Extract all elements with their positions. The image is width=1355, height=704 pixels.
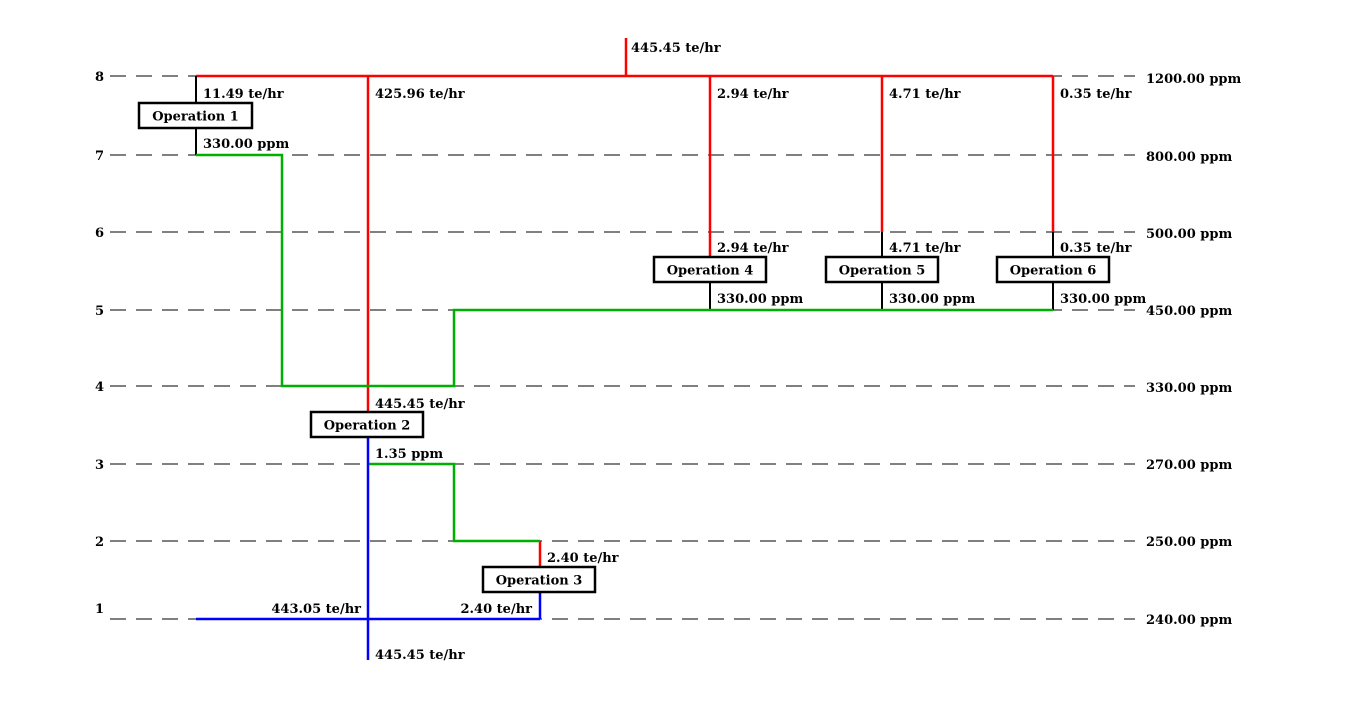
op2-feed-flow: 425.96 te/hr [375, 87, 465, 102]
level-concentration-6: 500.00 ppm [1146, 227, 1232, 242]
op3-inlet-flow: 2.40 te/hr [547, 551, 619, 566]
source-stream [196, 38, 1055, 567]
operation-4-box [652, 255, 768, 284]
operation-2-box [309, 410, 425, 439]
op3-outlet-flow: 2.40 te/hr [460, 602, 532, 617]
op4-inlet-flow: 2.94 te/hr [717, 241, 789, 256]
level-number-8: 8 [95, 70, 104, 85]
op5-feed-flow: 4.71 te/hr [889, 87, 961, 102]
level-concentration-2: 250.00 ppm [1146, 535, 1232, 550]
operation-6-box [995, 255, 1111, 284]
level-number-5: 5 [95, 304, 104, 319]
level-concentration-7: 800.00 ppm [1146, 150, 1232, 165]
product-stream [196, 438, 542, 660]
operation-4[interactable]: Operation 4 [652, 255, 768, 284]
source-total-flow: 445.45 te/hr [631, 41, 721, 56]
operation-6-label: Operation 6 [1010, 264, 1097, 279]
operation-5-label: Operation 5 [839, 264, 926, 279]
level-concentration-5: 450.00 ppm [1146, 304, 1232, 319]
operation-3[interactable]: Operation 3 [481, 565, 597, 594]
op5-inlet-flow: 4.71 te/hr [889, 241, 961, 256]
operation-2-label: Operation 2 [324, 419, 411, 434]
op4-feed-flow: 2.94 te/hr [717, 87, 789, 102]
operation-1[interactable]: Operation 1 [137, 101, 254, 130]
level-concentration-3: 270.00 ppm [1146, 458, 1232, 473]
operation-4-label: Operation 4 [667, 264, 754, 279]
connector-lines [195, 76, 1054, 310]
operation-5-box [824, 255, 940, 284]
op6-outlet-concentration: 330.00 ppm [1060, 292, 1146, 307]
bypass-flow: 443.05 te/hr [271, 602, 361, 617]
operation-1-label: Operation 1 [152, 110, 239, 125]
operation-3-label: Operation 3 [496, 574, 583, 589]
level-number-7: 7 [95, 149, 104, 164]
op1-outlet-concentration: 330.00 ppm [203, 137, 289, 152]
operation-2[interactable]: Operation 2 [309, 410, 425, 439]
op6-feed-flow: 0.35 te/hr [1060, 87, 1132, 102]
operation-1-box [137, 101, 254, 130]
level-number-3: 3 [95, 458, 104, 473]
op4-outlet-concentration: 330.00 ppm [717, 292, 803, 307]
operation-3-box [481, 565, 597, 594]
level-concentration-4: 330.00 ppm [1146, 381, 1232, 396]
level-number-6: 6 [95, 226, 104, 241]
operation-6[interactable]: Operation 6 [995, 255, 1111, 284]
level-lines [110, 75, 1135, 620]
intermediate-stream [196, 153, 1053, 543]
level-concentration-8: 1200.00 ppm [1146, 72, 1242, 87]
level-numbers: 8 7 6 5 4 3 2 1 [95, 70, 104, 617]
level-concentration-1: 240.00 ppm [1146, 613, 1232, 628]
level-number-4: 4 [95, 380, 104, 395]
op2-inlet-flow: 445.45 te/hr [375, 397, 465, 412]
op1-inlet-flow: 11.49 te/hr [203, 87, 284, 102]
op2-outlet-stream [368, 462, 540, 543]
final-output-flow: 445.45 te/hr [375, 648, 465, 663]
op2-outlet-concentration: 1.35 ppm [375, 447, 443, 462]
level-number-2: 2 [95, 535, 104, 550]
op5-outlet-concentration: 330.00 ppm [889, 292, 975, 307]
flow-annotations: 445.45 te/hr 11.49 te/hr 425.96 te/hr 2.… [203, 41, 1146, 663]
operation-5[interactable]: Operation 5 [824, 255, 940, 284]
level-number-1: 1 [95, 602, 104, 617]
op1-outlet-stream [196, 153, 1053, 388]
op6-inlet-flow: 0.35 te/hr [1060, 241, 1132, 256]
level-concentrations: 1200.00 ppm 800.00 ppm 500.00 ppm 450.00… [1146, 72, 1242, 628]
